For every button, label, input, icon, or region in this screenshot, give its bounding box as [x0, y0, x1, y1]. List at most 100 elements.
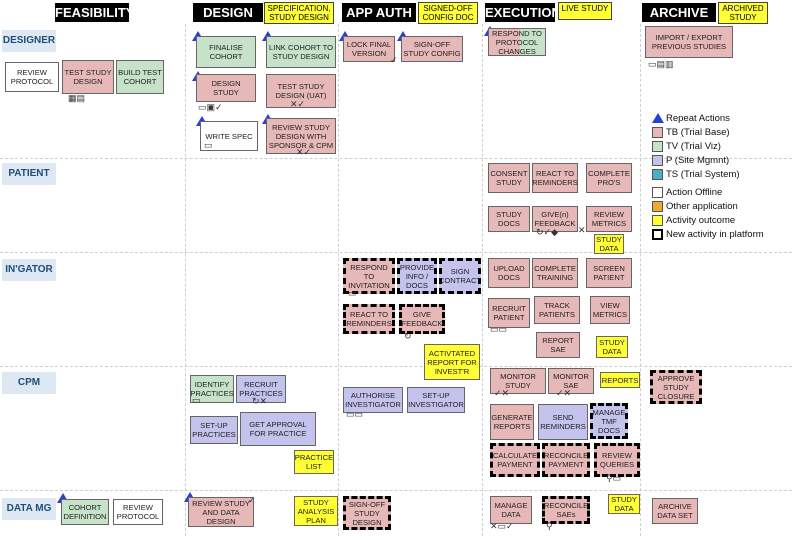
device-icon: ▭ — [348, 288, 357, 298]
legend-p: P (Site Mgmnt) — [666, 155, 730, 166]
activity-give-feedback: GIVE(n) FEEDBACK — [532, 206, 578, 232]
legend-new-activity: New activity in platform — [666, 229, 764, 240]
activity-cohort-definition: COHORT DEFINITION — [61, 499, 109, 525]
legend-outcome-swatch — [652, 215, 663, 226]
role-ingator: IN'GATOR — [2, 259, 56, 281]
activity-recruit-patient: RECRUIT PATIENT — [488, 298, 530, 328]
column-divider — [338, 24, 339, 536]
device-icon: ▭▤▥ — [648, 59, 674, 69]
device-icon: ↻ — [404, 331, 412, 341]
outcome-reports: REPORTS — [600, 372, 640, 388]
legend-outcome: Activity outcome — [666, 215, 736, 226]
activity-sign-off-design: SIGN-OFF STUDY DESIGN — [343, 496, 391, 530]
outcome-archive: ARCHIVED STUDY — [718, 2, 768, 24]
activity-build-test-cohort: BUILD TEST COHORT — [116, 60, 164, 94]
legend-other-app: Other application — [666, 201, 738, 212]
tools-icon: ↻✕ — [252, 396, 268, 406]
outcome-activated-report: ACTIVTATED REPORT FOR INVEST'R — [424, 344, 480, 380]
activity-finalise-cohort: FINALISE COHORT — [196, 36, 256, 68]
activity-respond-protocol-changes: RESPOND TO PROTOCOL CHANGES — [488, 28, 546, 56]
activity-identify-practices: IDENTIFY PRACTICES — [190, 375, 234, 403]
legend-offline-swatch — [652, 187, 663, 198]
activity-link-cohort: LINK COHORT TO STUDY DESIGN — [266, 36, 336, 68]
activity-review-protocol: REVIEW PROTOCOL — [5, 62, 59, 92]
activity-reconcile-payment: RECONCILE PAYMENT — [542, 443, 590, 477]
activity-monitor-sae: MONITOR SAE — [548, 368, 594, 394]
legend-ts-swatch — [652, 169, 663, 180]
activity-write-spec: WRITE SPEC — [200, 121, 258, 151]
activity-approve-closure: APPROVE STUDY CLOSURE — [650, 370, 702, 404]
activity-set-up-practices: SET-UP PRACTICES — [190, 416, 238, 444]
tools-icon: ✕ — [578, 225, 586, 235]
outcome-study-data-ingator: STUDY DATA — [596, 336, 628, 358]
activity-complete-pros: COMPLETE PRO'S — [586, 163, 632, 193]
activity-reconcile-saes: RECONCILE SAEs — [542, 496, 590, 524]
activity-react-reminders-ingator: REACT TO REMINDERS — [343, 304, 395, 334]
activity-review-study-data-design: REVIEW STUDY AND DATA DESIGN — [188, 497, 254, 527]
tools-icon: ✓✕ — [556, 388, 572, 398]
legend-other-swatch — [652, 201, 663, 212]
activity-manage-data: MANAGE DATA — [490, 496, 532, 524]
device-icon: ▭▭ — [346, 409, 364, 419]
legend-repeat: Repeat Actions — [666, 113, 730, 124]
outcome-study-data-dm: STUDY DATA — [608, 494, 640, 514]
legend-ts: TS (Trial System) — [666, 169, 740, 180]
search-icon: ⚲ — [546, 521, 553, 531]
activity-sign-off-config: SIGN-OFF STUDY CONFIG — [401, 36, 463, 62]
activity-report-sae: REPORT SAE — [536, 332, 580, 358]
activity-calculate-payment: CALCULATE PAYMENT — [490, 443, 540, 477]
role-patient: PATIENT — [2, 163, 56, 185]
activity-manage-tmf: MANAGE TMF DOCS — [590, 403, 628, 439]
activity-view-metrics: VIEW METRICS — [590, 296, 630, 324]
row-divider — [0, 158, 792, 159]
legend-tv: TV (Trial Viz) — [666, 141, 721, 152]
tools-icon: ✕✓ — [296, 147, 312, 157]
row-divider — [0, 366, 792, 367]
activity-test-study-uat: TEST STUDY DESIGN (UAT) — [266, 74, 336, 108]
tools-icon: ✕✓ — [290, 99, 306, 109]
activity-sign-contract: SIGN CONTRACT — [439, 258, 481, 294]
role-designer: DESIGNER — [2, 30, 56, 52]
activity-review-queries: REVIEW QUERIES — [594, 443, 640, 477]
activity-review-sponsor: REVIEW STUDY DESIGN WITH SPONSOR & CPM — [266, 118, 336, 154]
search-icon: ⚲▭ — [606, 473, 622, 483]
repeat-action-icon — [57, 493, 69, 503]
phase-design: DESIGN — [193, 3, 263, 22]
outcome-execution: LIVE STUDY — [558, 2, 612, 20]
activity-monitor-study: MONITOR STUDY — [490, 368, 546, 394]
activity-complete-training: COMPLETE TRAINING — [532, 258, 578, 288]
column-divider — [482, 24, 483, 536]
activity-set-up-investigator: SET-UP INVESTIGATOR — [407, 387, 465, 413]
activity-review-protocol-dm: REVIEW PROTOCOL — [113, 499, 163, 525]
activity-review-metrics: REVIEW METRICS — [586, 206, 632, 232]
activity-study-docs: STUDY DOCS — [488, 206, 530, 232]
legend-tv-swatch — [652, 141, 663, 152]
legend-offline: Action Offline — [666, 187, 723, 198]
role-cpm: CPM — [2, 372, 56, 394]
device-icon: ▦▤ — [68, 93, 86, 103]
tools-icon: ↻✓◆ — [536, 227, 559, 237]
legend-p-swatch — [652, 155, 663, 166]
activity-upload-docs: UPLOAD DOCS — [488, 258, 530, 288]
activity-react-reminders: REACT TO REMINDERS — [532, 163, 578, 193]
legend-triangle-icon — [652, 113, 664, 123]
column-divider — [640, 24, 641, 536]
tools-icon: ✓✕ — [494, 388, 510, 398]
activity-respond-invitation: RESPOND TO INVITATION — [343, 258, 395, 294]
device-icon: ▭ — [204, 140, 213, 150]
outcome-study-analysis-plan: STUDY ANALYSIS PLAN — [294, 496, 338, 526]
phase-app-auth: APP AUTH — [342, 3, 416, 22]
outcome-design: SPECIFICATION, STUDY DESIGN — [264, 2, 334, 24]
activity-generate-reports: GENERATE REPORTS — [490, 404, 534, 440]
activity-lock-final-version: LOCK FINAL VERSION — [343, 36, 395, 62]
activity-send-reminders: SEND REMINDERS — [538, 404, 588, 440]
activity-provide-info: PROVIDE INFO / DOCS — [397, 258, 437, 294]
role-data-mg: DATA MG — [2, 498, 56, 520]
outcome-practice-list: PRACTICE LIST — [294, 450, 334, 474]
device-icon: ▭▣✓ — [198, 102, 223, 112]
tools-icon: ✕▭✓ — [490, 521, 514, 531]
check-icon: ✓ — [390, 55, 398, 65]
column-divider — [185, 24, 186, 536]
activity-get-approval: GET APPROVAL FOR PRACTICE — [240, 412, 316, 446]
